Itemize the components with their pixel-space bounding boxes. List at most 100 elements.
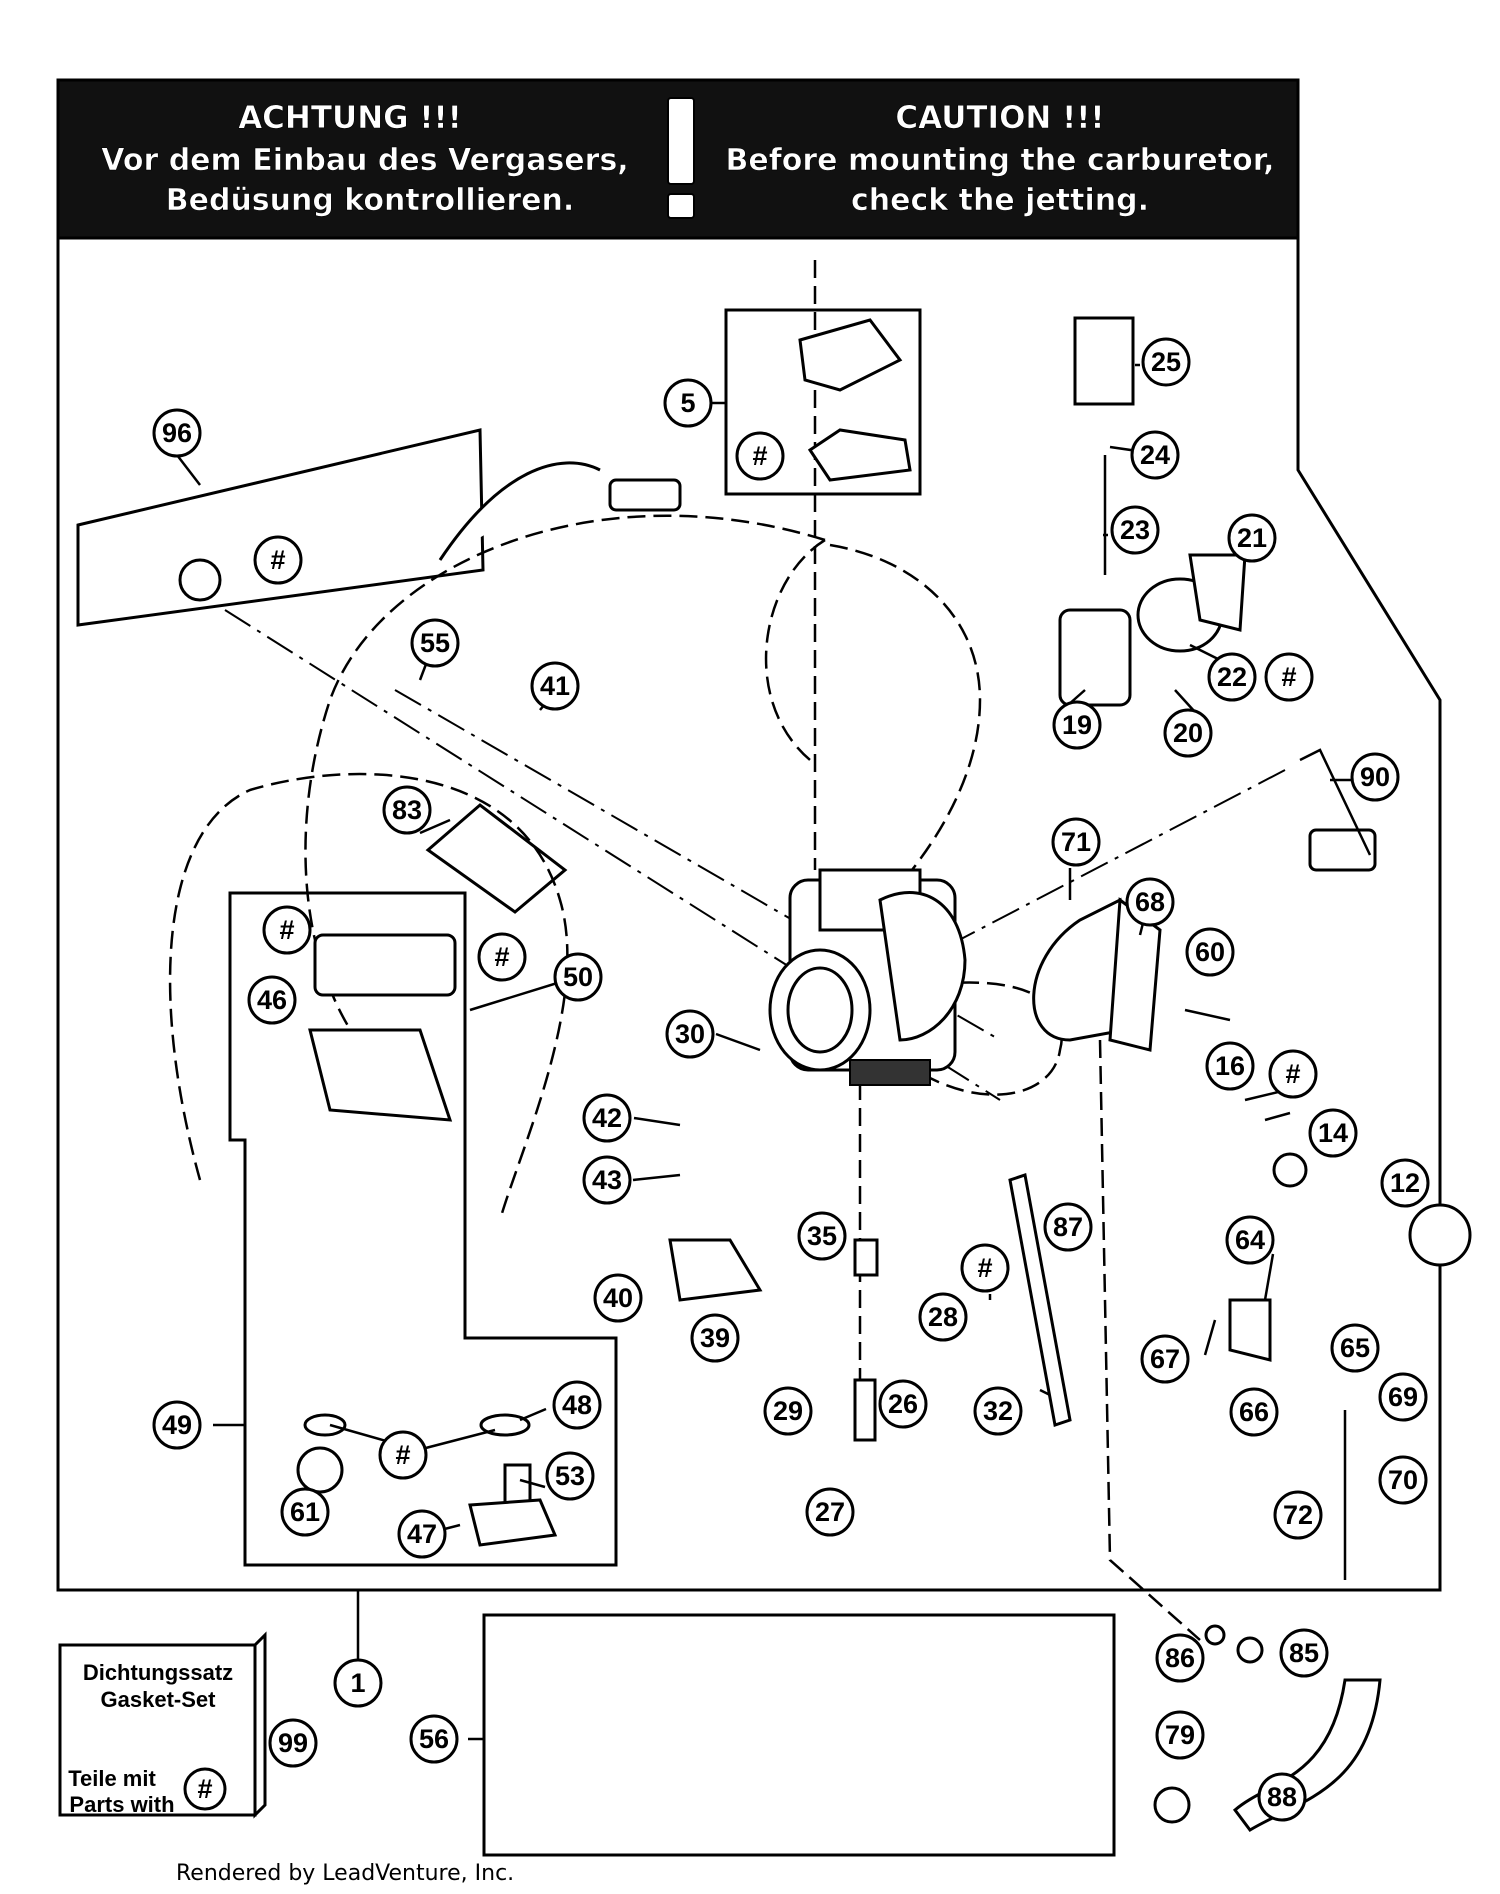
callout-label: 5 [680, 388, 695, 418]
callout-32: 32 [973, 1386, 1023, 1436]
callout-22: 22 [1207, 652, 1257, 702]
callout-hash-4: # [1264, 652, 1314, 702]
box-part-49 [228, 891, 618, 1567]
box-part-56 [482, 1613, 1116, 1857]
callout-83: 83 [382, 785, 432, 835]
callout-79: 79 [1155, 1710, 1205, 1760]
part-21-cover [1188, 553, 1247, 632]
callout-47: 47 [397, 1509, 447, 1559]
callout-label: 66 [1239, 1397, 1269, 1427]
callout-circle [1225, 1215, 1275, 1265]
callout-circle [545, 1451, 595, 1501]
callout-circle [582, 1093, 632, 1143]
callout-circle [1207, 652, 1257, 702]
part-90-hose [1299, 748, 1372, 856]
callout-label: 47 [407, 1519, 437, 1549]
callout-circle [333, 1658, 383, 1708]
callout-circle [152, 408, 202, 458]
callout-circle [1043, 1202, 1093, 1252]
callout-26: 26 [878, 1379, 928, 1429]
callout-16: 16 [1205, 1041, 1255, 1091]
part-26-jet [853, 1378, 877, 1442]
callout-circle [1155, 1633, 1205, 1683]
callout-label: 41 [540, 671, 570, 701]
callout-circle [410, 618, 460, 668]
callout-circle [973, 1386, 1023, 1436]
part-61-oring [303, 1413, 347, 1437]
callout-circle [409, 1714, 459, 1764]
callout-circle [1380, 1158, 1430, 1208]
callout-circle [1268, 1049, 1318, 1099]
callout-circle [1140, 1334, 1190, 1384]
callout-label: 1 [350, 1668, 365, 1698]
callout-circle [280, 1487, 330, 1537]
callout-35: 35 [797, 1211, 847, 1261]
callout-label: 86 [1165, 1643, 1195, 1673]
exclamation-icon [667, 97, 695, 219]
callout-label: 27 [815, 1497, 845, 1527]
callout-label: 50 [563, 962, 593, 992]
callout-55: 55 [410, 618, 460, 668]
callout-hash-3: # [477, 932, 527, 982]
part-61-plug [296, 1446, 344, 1494]
callout-circle [1264, 652, 1314, 702]
callout-label: 14 [1318, 1118, 1348, 1148]
callout-circle [1257, 1772, 1307, 1822]
carburetor-body [768, 868, 967, 1086]
callout-label: 72 [1283, 1500, 1313, 1530]
gasket-kit-symbol-circle [183, 1767, 227, 1811]
callout-circle [552, 1380, 602, 1430]
callout-label: 30 [675, 1019, 705, 1049]
callout-label: 64 [1235, 1225, 1265, 1255]
callout-hash-5: # [960, 1243, 1010, 1293]
callout-circle [1052, 700, 1102, 750]
callout-70: 70 [1378, 1455, 1428, 1505]
part-19-body [1058, 608, 1132, 707]
callout-87: 87 [1043, 1202, 1093, 1252]
callout-circle [690, 1313, 740, 1363]
callout-88: 88 [1257, 1772, 1307, 1822]
callout-85: 85 [1279, 1628, 1329, 1678]
callout-12: 12 [1380, 1158, 1430, 1208]
callout-hash-6: # [378, 1430, 428, 1480]
callout-66: 66 [1229, 1387, 1279, 1437]
callout-hash-1: # [735, 431, 785, 481]
box-part-96 [76, 428, 485, 627]
warning-de-line2: Bedüsung kontrollieren. [166, 183, 575, 218]
callout-50: 50 [553, 952, 603, 1002]
callout-circle [553, 952, 603, 1002]
float-bowl [308, 1028, 453, 1122]
callout-72: 72 [1273, 1490, 1323, 1540]
callout-circle [1163, 708, 1213, 758]
callout-label: 20 [1173, 718, 1203, 748]
callout-circle [268, 1718, 318, 1768]
callout-23: 23 [1110, 505, 1160, 555]
callout-label: 60 [1195, 937, 1225, 967]
part-96-fitting [178, 558, 222, 602]
callout-65: 65 [1330, 1323, 1380, 1373]
callout-circle [382, 785, 432, 835]
callout-circle [593, 1273, 643, 1323]
callout-label: 70 [1388, 1465, 1418, 1495]
callout-label: 69 [1388, 1382, 1418, 1412]
callout-label: 28 [928, 1302, 958, 1332]
part-79-clamp [1153, 1786, 1191, 1824]
footer-credit: Rendered by LeadVenture, Inc. [176, 1861, 514, 1886]
callout-label: 55 [420, 628, 450, 658]
part-12-pulley [1408, 1203, 1472, 1267]
callout-21: 21 [1227, 513, 1277, 563]
subassembly-boxes [76, 308, 1135, 1857]
callout-circle [1273, 1490, 1323, 1540]
callout-circle [878, 1379, 928, 1429]
callout-label: 29 [773, 1396, 803, 1426]
part-88-hose [1232, 1678, 1382, 1832]
warning-en-line2: check the jetting. [851, 183, 1149, 218]
part-96-line [438, 461, 601, 561]
callout-label: 16 [1215, 1051, 1245, 1081]
callout-circle [960, 1243, 1010, 1293]
callout-circle [1229, 1387, 1279, 1437]
callout-label: 53 [555, 1461, 585, 1491]
warning-de-line1: Vor dem Einbau des Vergasers, [101, 143, 628, 178]
part-96-connector [608, 478, 682, 512]
